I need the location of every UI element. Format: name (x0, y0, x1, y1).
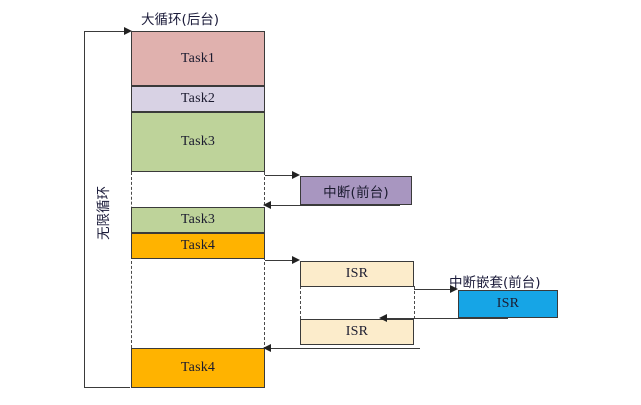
infinite-loop-arrowhead (124, 26, 132, 35)
isr-enter-line (265, 260, 294, 262)
isr-lower-block: ISR (300, 319, 414, 345)
task3-first-block: Task3 (131, 112, 265, 172)
isr-dashed-right (414, 286, 415, 319)
interrupt-return-arrowhead (263, 200, 271, 209)
task2-block: Task2 (131, 86, 265, 112)
infinite-loop-bracket-vertical (84, 31, 86, 388)
isr-enter-arrowhead (292, 255, 300, 264)
task1-label: Task1 (180, 50, 216, 66)
isr-nested-block: ISR (458, 290, 558, 318)
interrupt-return-line (270, 205, 400, 207)
task4-first-label: Task4 (180, 238, 216, 253)
isr-dashed-left (300, 286, 301, 319)
interrupt-block: 中断(前台) (300, 176, 412, 205)
task4-first-block: Task4 (131, 233, 265, 259)
isr-return-line (270, 348, 420, 350)
task4-resumed-block: Task4 (131, 348, 265, 388)
timeline-dashed-right (264, 172, 265, 350)
nested-return-arrowhead (379, 313, 387, 322)
interrupt-enter-arrowhead (292, 170, 300, 179)
isr-upper-label: ISR (345, 266, 369, 281)
nested-return-line (386, 318, 508, 320)
isr-lower-label: ISR (345, 324, 369, 339)
task3-first-label: Task3 (180, 134, 216, 149)
nested-enter-arrowhead (450, 284, 458, 293)
task1-block: Task1 (131, 31, 265, 86)
caption-partial (0, 399, 641, 405)
infinite-loop-label: 无限循环 (96, 186, 112, 240)
task4-resumed-label: Task4 (180, 360, 216, 375)
isr-nested-label: ISR (496, 296, 520, 311)
interrupt-enter-line (265, 175, 294, 177)
infinite-loop-bracket-top (84, 31, 126, 33)
task2-label: Task2 (180, 91, 216, 106)
interrupt-label: 中断(前台) (323, 184, 389, 201)
infinite-loop-bracket-bottom (84, 387, 130, 389)
nested-enter-line (414, 289, 452, 291)
isr-return-arrowhead (263, 343, 271, 352)
timeline-dashed-left (131, 172, 132, 348)
isr-upper-block: ISR (300, 261, 414, 287)
nested-interrupt-label: 中断嵌套(前台) (449, 275, 541, 291)
task3-resumed-label: Task3 (180, 212, 216, 227)
task3-resumed-block: Task3 (131, 207, 265, 233)
page-title: 大循环(后台) (141, 12, 220, 28)
